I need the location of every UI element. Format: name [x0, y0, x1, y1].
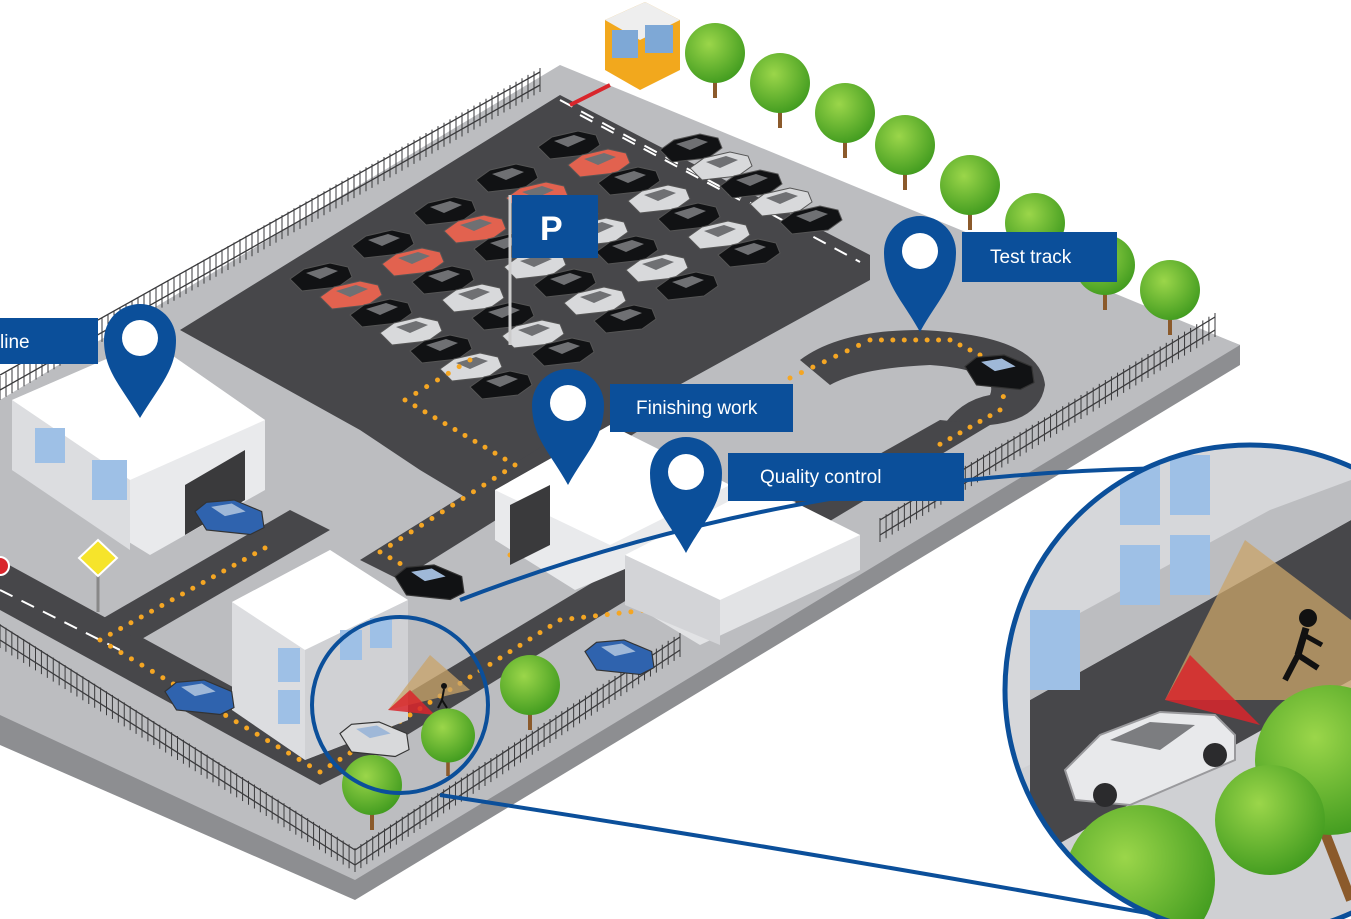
car-icon: [319, 280, 383, 310]
car-icon: [164, 679, 235, 716]
pedestrian-icon: [437, 683, 448, 709]
tree-icon: [342, 755, 402, 830]
tree-icon: [500, 655, 560, 730]
label-production-line: line: [0, 332, 30, 353]
car-icon: [531, 337, 595, 367]
pedestrian-icon: [1282, 609, 1324, 682]
pin-finishing-work[interactable]: Finishing work: [532, 369, 793, 485]
pin-quality-control[interactable]: Quality control: [650, 437, 964, 553]
car-icon: [475, 163, 539, 193]
car-icon: [441, 283, 505, 313]
car-icon: [471, 301, 535, 331]
car-icon: [413, 196, 477, 226]
car-icon: [339, 721, 410, 758]
fence-posts: [0, 68, 1216, 872]
pin-test-track[interactable]: Test track: [884, 216, 1117, 332]
car-icon: [655, 271, 719, 301]
car-icon: [537, 130, 601, 160]
car-icon: [593, 304, 657, 334]
pin-production-line[interactable]: line: [0, 304, 176, 418]
car-icon: [689, 151, 753, 181]
car-icon: [194, 499, 265, 536]
car-icon: [595, 235, 659, 265]
gate-house: [569, 2, 680, 107]
car-icon: [567, 148, 631, 178]
tree-icon: [1140, 260, 1200, 335]
tree-icon: [875, 115, 935, 190]
car-icon: [349, 298, 413, 328]
map-pin-icon: [884, 216, 956, 332]
car-icon: [625, 253, 689, 283]
map-pin-icon: [650, 437, 722, 553]
tree-icon: [750, 53, 810, 128]
sensor-zone-small: [388, 655, 470, 715]
tree-icon: [940, 155, 1000, 230]
zoom-detail: [1005, 445, 1351, 919]
road-sign-icon: [77, 538, 119, 612]
car-icon: [289, 262, 353, 292]
car-icon: [409, 334, 473, 364]
office-building: [232, 550, 408, 760]
stop-sign-icon: [0, 556, 10, 576]
car-icon: [1063, 710, 1236, 807]
label-quality-control: Quality control: [760, 467, 881, 488]
moving-cars: [164, 354, 1035, 758]
car-icon: [351, 229, 415, 259]
zoom-circle-frame: [1002, 442, 1351, 919]
car-icon: [411, 265, 475, 295]
car-icon: [443, 214, 507, 244]
label-test-track: Test track: [990, 247, 1072, 268]
tree-icon: [685, 23, 745, 98]
car-icon: [379, 316, 443, 346]
car-icon: [439, 352, 503, 382]
car-icon: [779, 205, 843, 235]
car-icon: [533, 268, 597, 298]
tree-icon: [421, 708, 475, 776]
zoom-callout: [310, 466, 1191, 919]
car-icon: [627, 184, 691, 214]
tree-icon: [815, 83, 875, 158]
car-icon: [381, 247, 445, 277]
car-icon: [563, 286, 627, 316]
label-finishing-work: Finishing work: [636, 398, 758, 419]
car-icon: [719, 169, 783, 199]
car-icon: [687, 220, 751, 250]
car-icon: [394, 564, 465, 601]
car-icon: [749, 187, 813, 217]
car-icon: [657, 202, 721, 232]
lane-markings: [0, 99, 861, 651]
parking-flag-icon: P: [508, 195, 598, 345]
parking-sign-label: P: [540, 210, 563, 248]
car-icon: [964, 354, 1035, 391]
car-icon: [597, 166, 661, 196]
car-icon: [717, 238, 781, 268]
car-icon: [501, 319, 565, 349]
car-icon: [659, 133, 723, 163]
car-icon: [584, 639, 655, 676]
map-pin-icon: [532, 369, 604, 485]
car-icon: [469, 370, 533, 400]
map-pin-icon: [104, 304, 176, 418]
